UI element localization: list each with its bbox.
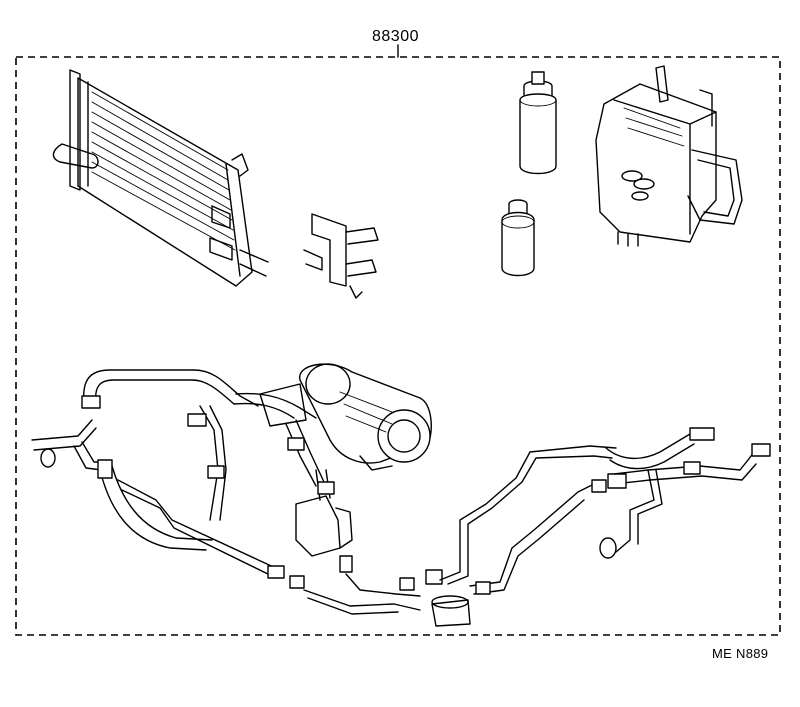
- condenser-illustration: [52, 69, 269, 287]
- bracket-illustration: [303, 213, 379, 299]
- compressor-illustration: [259, 363, 432, 471]
- assembly-part-number: 88300: [372, 28, 419, 45]
- receiver-drier-illustration: [519, 71, 557, 175]
- hose-pipe-assembly: [31, 369, 771, 627]
- oil-can-illustration: [501, 199, 535, 277]
- diagram-reference-code: ME N889: [712, 646, 769, 661]
- part-number-bracket: [15, 44, 781, 636]
- evaporator-unit-illustration: [595, 65, 743, 247]
